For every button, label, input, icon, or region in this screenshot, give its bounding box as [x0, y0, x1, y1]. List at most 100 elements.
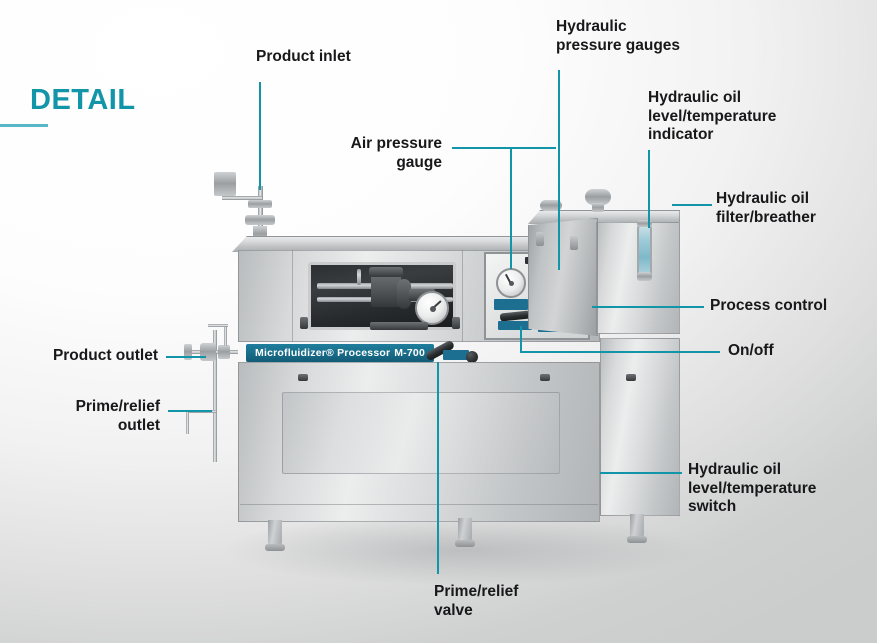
leader-hydraulic-oil-filter-breather: [672, 204, 712, 206]
callout-process-control: Process control: [710, 297, 828, 314]
internal-pressure-gauge: [415, 291, 449, 325]
lower-door-latch-right: [626, 374, 636, 381]
hydraulic-gauge-left-pin: [509, 281, 514, 286]
callout-air-pressure-gauge: Air pressure gauge: [350, 135, 442, 171]
lower-cabinet-door: [282, 392, 560, 474]
callout-hydraulic-oil-filter-breather: Hydraulic oil filter/breather: [716, 190, 816, 226]
internal-gauge-needle: [431, 300, 442, 310]
intensifier-rod-lower: [317, 297, 453, 302]
prime-relief-outlet-drop: [186, 410, 189, 434]
machine-top-deck: [232, 236, 604, 252]
reservoir-top-deck: [528, 210, 680, 224]
product-inlet-pipe: [258, 186, 263, 241]
callout-hydraulic-oil-level-temperature-indicator: Hydraulic oil level/temperature indicato…: [648, 89, 777, 144]
leader-air-pressure-gauge-horizontal: [452, 147, 556, 149]
outlet-standpipe: [213, 330, 217, 462]
on-off-switch-plate: [538, 314, 578, 332]
callout-on-off: On/off: [728, 342, 774, 359]
product-inlet-coupling: [248, 200, 272, 208]
lower-door-latch-mid: [540, 374, 550, 381]
process-control-toggle: [499, 310, 531, 322]
leader-product-outlet: [166, 356, 206, 358]
hydraulic-gauge-right: [542, 268, 572, 298]
callout-product-outlet: Product outlet: [52, 347, 158, 364]
connecting-shaft: [357, 269, 361, 285]
ground-shadow: [225, 515, 695, 585]
cabinet-handle-slot: [370, 322, 428, 330]
callout-prime-relief-valve: Prime/relief valve: [434, 583, 519, 619]
crosshead: [397, 279, 411, 309]
product-inlet-crossbar: [222, 196, 262, 200]
reservoir-side-face: [528, 218, 598, 336]
upper-cabinet-seam-right: [462, 250, 463, 342]
page-title: DETAIL: [30, 84, 136, 116]
breather-neck: [592, 203, 604, 212]
intensifier-rod-upper: [317, 283, 453, 289]
internal-gauge-pin: [430, 306, 436, 312]
prime-relief-valve-lever: [424, 339, 456, 362]
brand-model: M-700: [394, 347, 425, 359]
prime-relief-valve-plate: [443, 350, 469, 360]
control-panel-top-tag: [525, 257, 541, 264]
hydraulic-gauge-left-needle: [504, 273, 512, 285]
product-outlet-fitting: [200, 343, 216, 361]
machine-lower-cabinet: [238, 362, 600, 522]
leader-air-pressure-gauge-vertical: [510, 147, 512, 269]
product-inlet-clamp: [245, 215, 275, 225]
leader-hydraulic-oil-switch: [600, 472, 682, 474]
leader-prime-relief-outlet: [168, 410, 212, 412]
reservoir-hinge-mid: [570, 236, 578, 250]
cabinet-latch-right: [452, 317, 460, 329]
product-inlet-nozzle: [253, 226, 267, 242]
cabinet-latch-left: [300, 317, 308, 329]
reservoir-lower-cabinet: [600, 338, 680, 516]
outlet-riser: [224, 324, 227, 346]
hydraulic-gauge-plate: [540, 299, 574, 310]
callout-hydraulic-pressure-gauges: Hydraulic pressure gauges: [556, 18, 681, 54]
machine-foot-center-pad: [455, 540, 475, 547]
reservoir-seam: [596, 222, 597, 334]
lower-cabinet-base-seam: [240, 504, 598, 505]
callout-hydraulic-oil-level-temperature-switch: Hydraulic oil level/temperature switch: [688, 461, 817, 516]
valve-manifold: [409, 289, 435, 301]
hydraulic-gauge-right-pin: [555, 281, 560, 286]
callout-prime-relief-outlet: Prime/relief outlet: [75, 398, 160, 434]
process-control-plate: [498, 321, 532, 330]
machine-foot-right: [630, 514, 644, 538]
hydraulic-oil-level-sight-glass: [637, 222, 652, 280]
title-underline: [0, 124, 48, 127]
machine-foot-left: [268, 520, 282, 546]
leader-on-off-horizontal: [520, 351, 720, 353]
machine-foot-center: [458, 518, 472, 542]
leader-process-control: [592, 306, 704, 308]
process-control-panel: [484, 252, 590, 340]
product-outlet-clamp: [218, 345, 230, 359]
motor-housing: [369, 267, 403, 277]
hydraulic-reservoir-cabinet: [596, 222, 680, 334]
leader-hydraulic-oil-level-indicator: [648, 150, 650, 228]
prime-relief-valve-knob: [466, 351, 478, 363]
outlet-top-crossbar: [208, 324, 228, 327]
product-inlet-valve-block: [214, 172, 236, 196]
leader-on-off-vertical: [520, 326, 522, 352]
sight-glass-bottom-fitting: [637, 272, 652, 281]
hydraulic-gauge-right-needle: [556, 278, 568, 285]
air-pressure-gauge-plate: [494, 299, 528, 310]
machine-foot-left-pad: [265, 544, 285, 551]
leader-product-inlet: [259, 82, 261, 190]
machine-upper-cabinet: [238, 250, 600, 342]
product-outlet-tube: [186, 350, 238, 354]
lower-door-latch-left: [298, 374, 308, 381]
callout-product-inlet: Product inlet: [256, 48, 351, 65]
hydraulic-gauge-left: [496, 268, 526, 298]
leader-prime-relief-valve: [437, 362, 439, 574]
reservoir-hinge-top: [536, 232, 544, 246]
brand-name: Microfluidizer® Processor: [255, 347, 391, 359]
brand-banner: Microfluidizer® Processor M-700: [246, 344, 434, 362]
machine-viewing-window: [308, 262, 456, 330]
on-off-knob: [552, 315, 568, 331]
upper-cabinet-seam-left: [292, 250, 293, 342]
pump-block: [371, 273, 401, 307]
leader-hydraulic-pressure-gauges: [558, 70, 560, 270]
